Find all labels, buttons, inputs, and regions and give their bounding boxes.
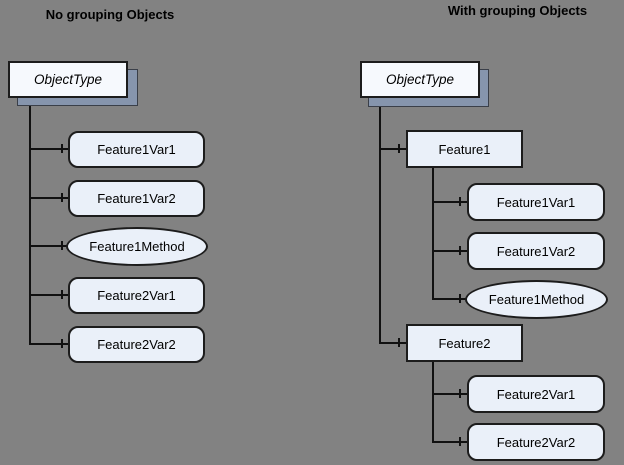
feature2var2-node: Feature2Var2 [467, 423, 605, 461]
feature1var1-node: Feature1Var1 [68, 131, 205, 168]
subtrunk-line [432, 361, 434, 443]
connector-tick [61, 241, 63, 250]
feature2var1-node: Feature2Var1 [68, 277, 205, 314]
feature1method-node: Feature1Method [66, 227, 208, 266]
connector-tick [459, 389, 461, 398]
objecttype-node: ObjectType [360, 61, 480, 98]
left-tree-title: No grouping Objects [45, 7, 175, 22]
feature2var1-node: Feature2Var1 [467, 375, 605, 413]
trunk-line [29, 97, 31, 345]
branch-line [433, 441, 467, 443]
connector-tick [459, 246, 461, 255]
objecttype-node: ObjectType [8, 61, 128, 98]
connector-tick [459, 294, 461, 303]
branch-line [30, 197, 68, 199]
branch-line [433, 298, 467, 300]
connector-tick [398, 338, 400, 347]
branch-line [30, 245, 68, 247]
feature2-group-node: Feature2 [406, 324, 523, 362]
feature1-group-node: Feature1 [406, 130, 523, 168]
connector-tick [61, 290, 63, 299]
connector-tick [61, 144, 63, 153]
connector-tick [459, 437, 461, 446]
feature2var2-node: Feature2Var2 [68, 326, 205, 363]
branch-line [30, 343, 68, 345]
connector-tick [61, 193, 63, 202]
subtrunk-line [432, 167, 434, 300]
feature1var2-node: Feature1Var2 [68, 180, 205, 217]
branch-line [30, 148, 68, 150]
connector-tick [61, 339, 63, 348]
branch-line [30, 294, 68, 296]
feature1var2-node: Feature1Var2 [467, 232, 605, 270]
right-tree-title: With grouping Objects [447, 3, 588, 18]
trunk-line [379, 97, 381, 344]
feature1method-node: Feature1Method [465, 280, 608, 319]
connector-tick [459, 197, 461, 206]
branch-line [380, 148, 406, 150]
branch-line [380, 342, 406, 344]
branch-line [433, 393, 467, 395]
connector-tick [398, 144, 400, 153]
feature1var1-node: Feature1Var1 [467, 183, 605, 221]
branch-line [433, 201, 467, 203]
branch-line [433, 250, 467, 252]
